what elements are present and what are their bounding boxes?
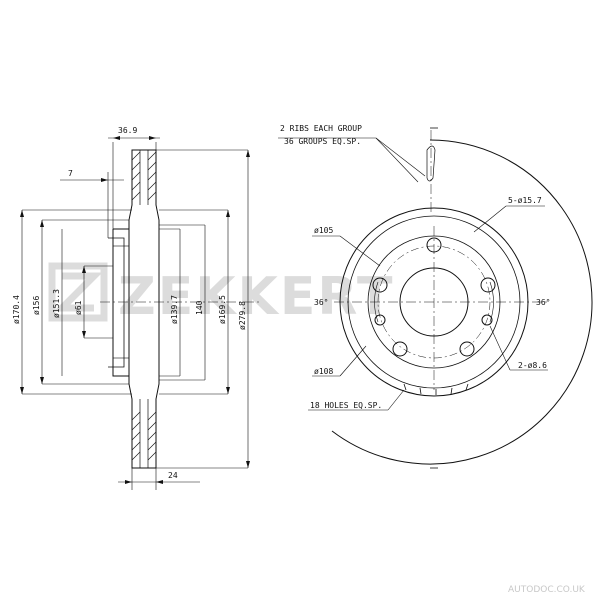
note-angle-left: 36° bbox=[314, 298, 328, 307]
dim-d-156: ø156 bbox=[32, 296, 41, 315]
dim-d-61: ø61 bbox=[74, 300, 83, 315]
bolt-holes bbox=[372, 237, 496, 357]
hub-flange bbox=[112, 228, 129, 377]
dim-d-outer: ø170.4 bbox=[12, 295, 21, 324]
dim-d-169: ø169.5 bbox=[218, 295, 227, 324]
watermark-logo-icon bbox=[48, 262, 108, 322]
watermark-site: AUTODOC.CO.UK bbox=[508, 585, 586, 595]
dim-d-139: ø139.7 bbox=[170, 295, 179, 324]
bolt-hole bbox=[392, 341, 408, 357]
watermark-brand: ZEKKERT bbox=[118, 267, 395, 327]
section-hatching bbox=[131, 151, 157, 461]
note-vent-holes: 18 HOLES EQ.SP. bbox=[310, 401, 382, 410]
note-bolt-holes: 5-ø15.7 bbox=[508, 196, 542, 205]
note-angle-right: 36° bbox=[536, 298, 550, 307]
dim-d-151: ø151.3 bbox=[52, 289, 61, 318]
dim-width-top: 36.9 bbox=[118, 126, 137, 135]
watermark: ZEKKERT AUTODOC.CO.UK bbox=[48, 262, 586, 595]
note-pcd: ø105 bbox=[314, 226, 333, 235]
rib-icon bbox=[426, 145, 436, 182]
note-ribs-line2: 36 GROUPS EQ.SP. bbox=[284, 137, 361, 146]
side-view bbox=[20, 136, 260, 490]
vent-slots bbox=[403, 383, 469, 395]
note-ribs-line1: 2 RIBS EACH GROUP bbox=[280, 124, 362, 133]
bolt-hole bbox=[459, 341, 475, 357]
dim-offset: 7 bbox=[68, 169, 73, 178]
note-inner-d: ø108 bbox=[314, 367, 333, 376]
dim-thickness: 24 bbox=[168, 471, 178, 480]
pin-hole bbox=[481, 314, 493, 326]
bolt-hole bbox=[480, 277, 496, 293]
leader-lines bbox=[278, 137, 548, 411]
dim-d-140: 140 bbox=[195, 300, 204, 315]
pin-hole bbox=[374, 314, 386, 326]
front-view bbox=[278, 127, 593, 469]
dim-d-279: ø279.8 bbox=[238, 301, 247, 330]
note-pin-holes: 2-ø8.6 bbox=[518, 361, 547, 370]
bolt-hole bbox=[372, 277, 388, 293]
disc-outer-edge bbox=[331, 139, 593, 465]
diameter-dimension-lines bbox=[21, 137, 249, 490]
